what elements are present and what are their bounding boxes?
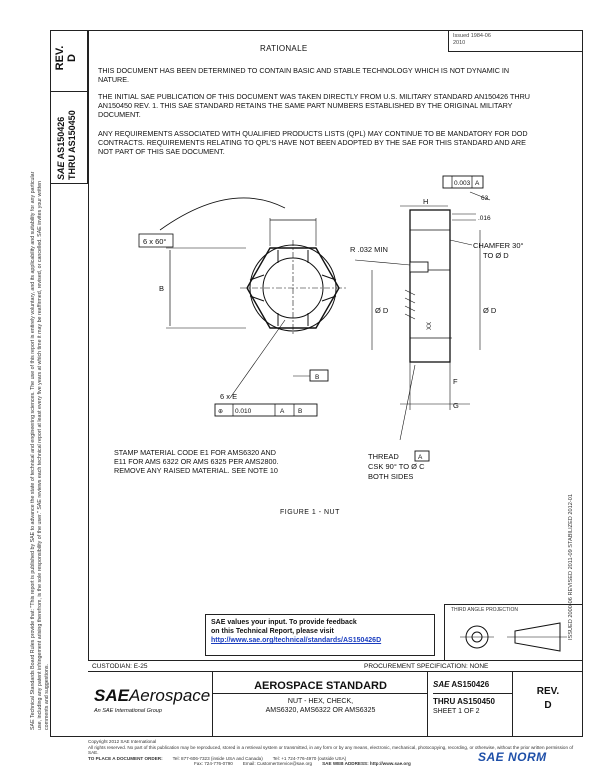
third-angle-label: THIRD ANGLE PROJECTION	[451, 607, 518, 613]
csk-label-1: CSK 90° TO Ø C	[368, 462, 425, 471]
title-block: SAEAerospace An SAE International Group …	[88, 672, 583, 737]
sae-logo-tag: An SAE International Group	[94, 708, 162, 714]
rationale-heading: RATIONALE	[260, 44, 308, 53]
dim-e-label: 6 x E	[220, 392, 237, 401]
dim-b-label: B	[159, 284, 164, 293]
stamp-note: STAMP MATERIAL CODE E1 FOR AMS6320 AND E…	[114, 448, 278, 475]
fax: Fax: 724-776-0790	[194, 761, 233, 767]
watermark: SAE NORM	[478, 750, 547, 764]
standard-title: AEROSPACE STANDARD	[254, 680, 387, 692]
tel-outside: Tel: +1 724-776-4970 (outside USA)	[272, 755, 347, 761]
email[interactable]: Email: CustomerService@sae.org	[242, 761, 313, 767]
feedback-line-2: on this Technical Report, please visit	[211, 628, 334, 635]
feedback-link[interactable]: http://www.sae.org/technical/standards/A…	[211, 637, 382, 644]
rev-letter: D	[66, 54, 78, 62]
rev-cell-letter: D	[544, 700, 552, 711]
dim-h-label: H	[423, 197, 428, 206]
rev-cell: REV. D	[513, 672, 583, 737]
web-address[interactable]: SAE WEB ADDRESS: http://www.sae.org	[322, 761, 411, 767]
doc-number-cell: SAE AS150426 THRU AS150450 SHEET 1 OF 2	[428, 672, 513, 737]
datum-b-label: B	[315, 374, 319, 381]
chamfer-label-1: CHAMFER 30°	[473, 241, 524, 250]
sae-logo-box: SAEAerospace An SAE International Group	[88, 672, 213, 737]
thread-ref: A	[418, 454, 423, 461]
tol-datum-a: A	[280, 408, 285, 415]
nut-drawing: 6 x 60° B 6 x E ⊕ 0.010 A B B 0.003 A H …	[138, 175, 524, 481]
title-main: AEROSPACE STANDARD NUT - HEX, CHECK, AMS…	[213, 672, 428, 737]
custodian-label: CUSTODIAN: E-25	[92, 663, 148, 670]
rationale-paragraph-1: THIS DOCUMENT HAS BEEN DETERMINED TO CON…	[98, 66, 510, 84]
sae-logo: SAEAerospace	[94, 686, 211, 705]
side-view	[409, 209, 451, 363]
tol-value: 0.010	[235, 408, 252, 415]
feedback-line-1: SAE values your input. To provide feedba…	[211, 619, 357, 626]
rights-text: All rights reserved. No part of this pub…	[88, 744, 574, 756]
csk-label-2: BOTH SIDES	[368, 472, 413, 481]
doc-thru: THRU AS150450	[433, 697, 495, 706]
figure-caption: FIGURE 1 - NUT	[280, 509, 340, 516]
frame-divider	[88, 30, 89, 660]
issue-stamp: Issued 1984-06 2010	[448, 30, 583, 52]
tol-datum-b: B	[298, 408, 302, 415]
projection-symbol	[460, 622, 567, 652]
radius-label: R .032 MIN	[350, 245, 388, 254]
feedback-box: SAE values your input. To provide feedba…	[205, 614, 435, 656]
thread-label: THREAD	[368, 452, 399, 461]
angle-63-label: 63	[481, 195, 489, 202]
rationale-paragraph-3: ANY REQUIREMENTS ASSOCIATED WITH QUALIFI…	[98, 129, 528, 156]
chamfer-label-2: TO Ø D	[483, 251, 509, 260]
rationale-paragraph-2: THE INITIAL SAE PUBLICATION OF THIS DOCU…	[98, 92, 530, 119]
dim-f-label: F	[453, 377, 458, 386]
stamp-note-line-1: STAMP MATERIAL CODE E1 FOR AMS6320 AND	[114, 448, 276, 457]
drawing-frame	[50, 30, 583, 737]
flatness-ref: A	[475, 180, 480, 187]
sheet-number: SHEET 1 OF 2	[433, 708, 480, 715]
tel-usa: Tel: 877-606-7323 (inside USA and Canada…	[172, 755, 263, 761]
custodian-row: CUSTODIAN: E-25 PROCUREMENT SPECIFICATIO…	[88, 660, 583, 672]
hex-outline	[246, 247, 340, 329]
xx-label: XX	[427, 322, 433, 330]
dia-d-right-label: Ø D	[483, 306, 497, 315]
rev-box: REV.D	[50, 30, 88, 92]
doc-number-thru: THRU AS150450	[67, 110, 77, 180]
stamp-note-line-3: REMOVE ANY RAISED MATERIAL. SEE NOTE 10	[114, 466, 278, 475]
desc-line-2: AMS6320, AMS6322 OR AMS6325	[265, 707, 376, 714]
dim-g-label: G	[453, 401, 459, 410]
footer: Copyright 2012 SAE International All rig…	[88, 739, 583, 767]
stamp-note-line-2: E11 FOR AMS 6322 OR AMS 6325 PER AMS2800…	[114, 457, 279, 466]
tsb-rules-text: SAE Technical Standards Board Rules prov…	[30, 171, 50, 730]
order-label: TO PLACE A DOCUMENT ORDER:	[88, 755, 163, 761]
doc-sae-number: SAE AS150426	[433, 680, 490, 689]
dia-d-left-label: Ø D	[375, 306, 389, 315]
desc-line-1: NUT - HEX, CHECK,	[287, 698, 354, 705]
hex-angle-label: 6 x 60°	[143, 237, 166, 246]
svg-text:⊕: ⊕	[218, 409, 223, 415]
procurement-label: PROCUREMENT SPECIFICATION: NONE	[364, 663, 489, 670]
rev-cell-label: REV.	[536, 686, 560, 697]
copyright: Copyright 2012 SAE International	[88, 739, 157, 744]
doc-number: AS150426	[56, 116, 66, 160]
flatness-value: 0.003	[454, 180, 471, 187]
issue-line: Issued 1984-06	[453, 33, 491, 39]
third-angle-projection: THIRD ANGLE PROJECTION	[444, 604, 583, 660]
issue-year: 2010	[453, 40, 466, 46]
rev-label: REV.	[54, 45, 66, 71]
dim-016-label: .016	[478, 215, 491, 222]
